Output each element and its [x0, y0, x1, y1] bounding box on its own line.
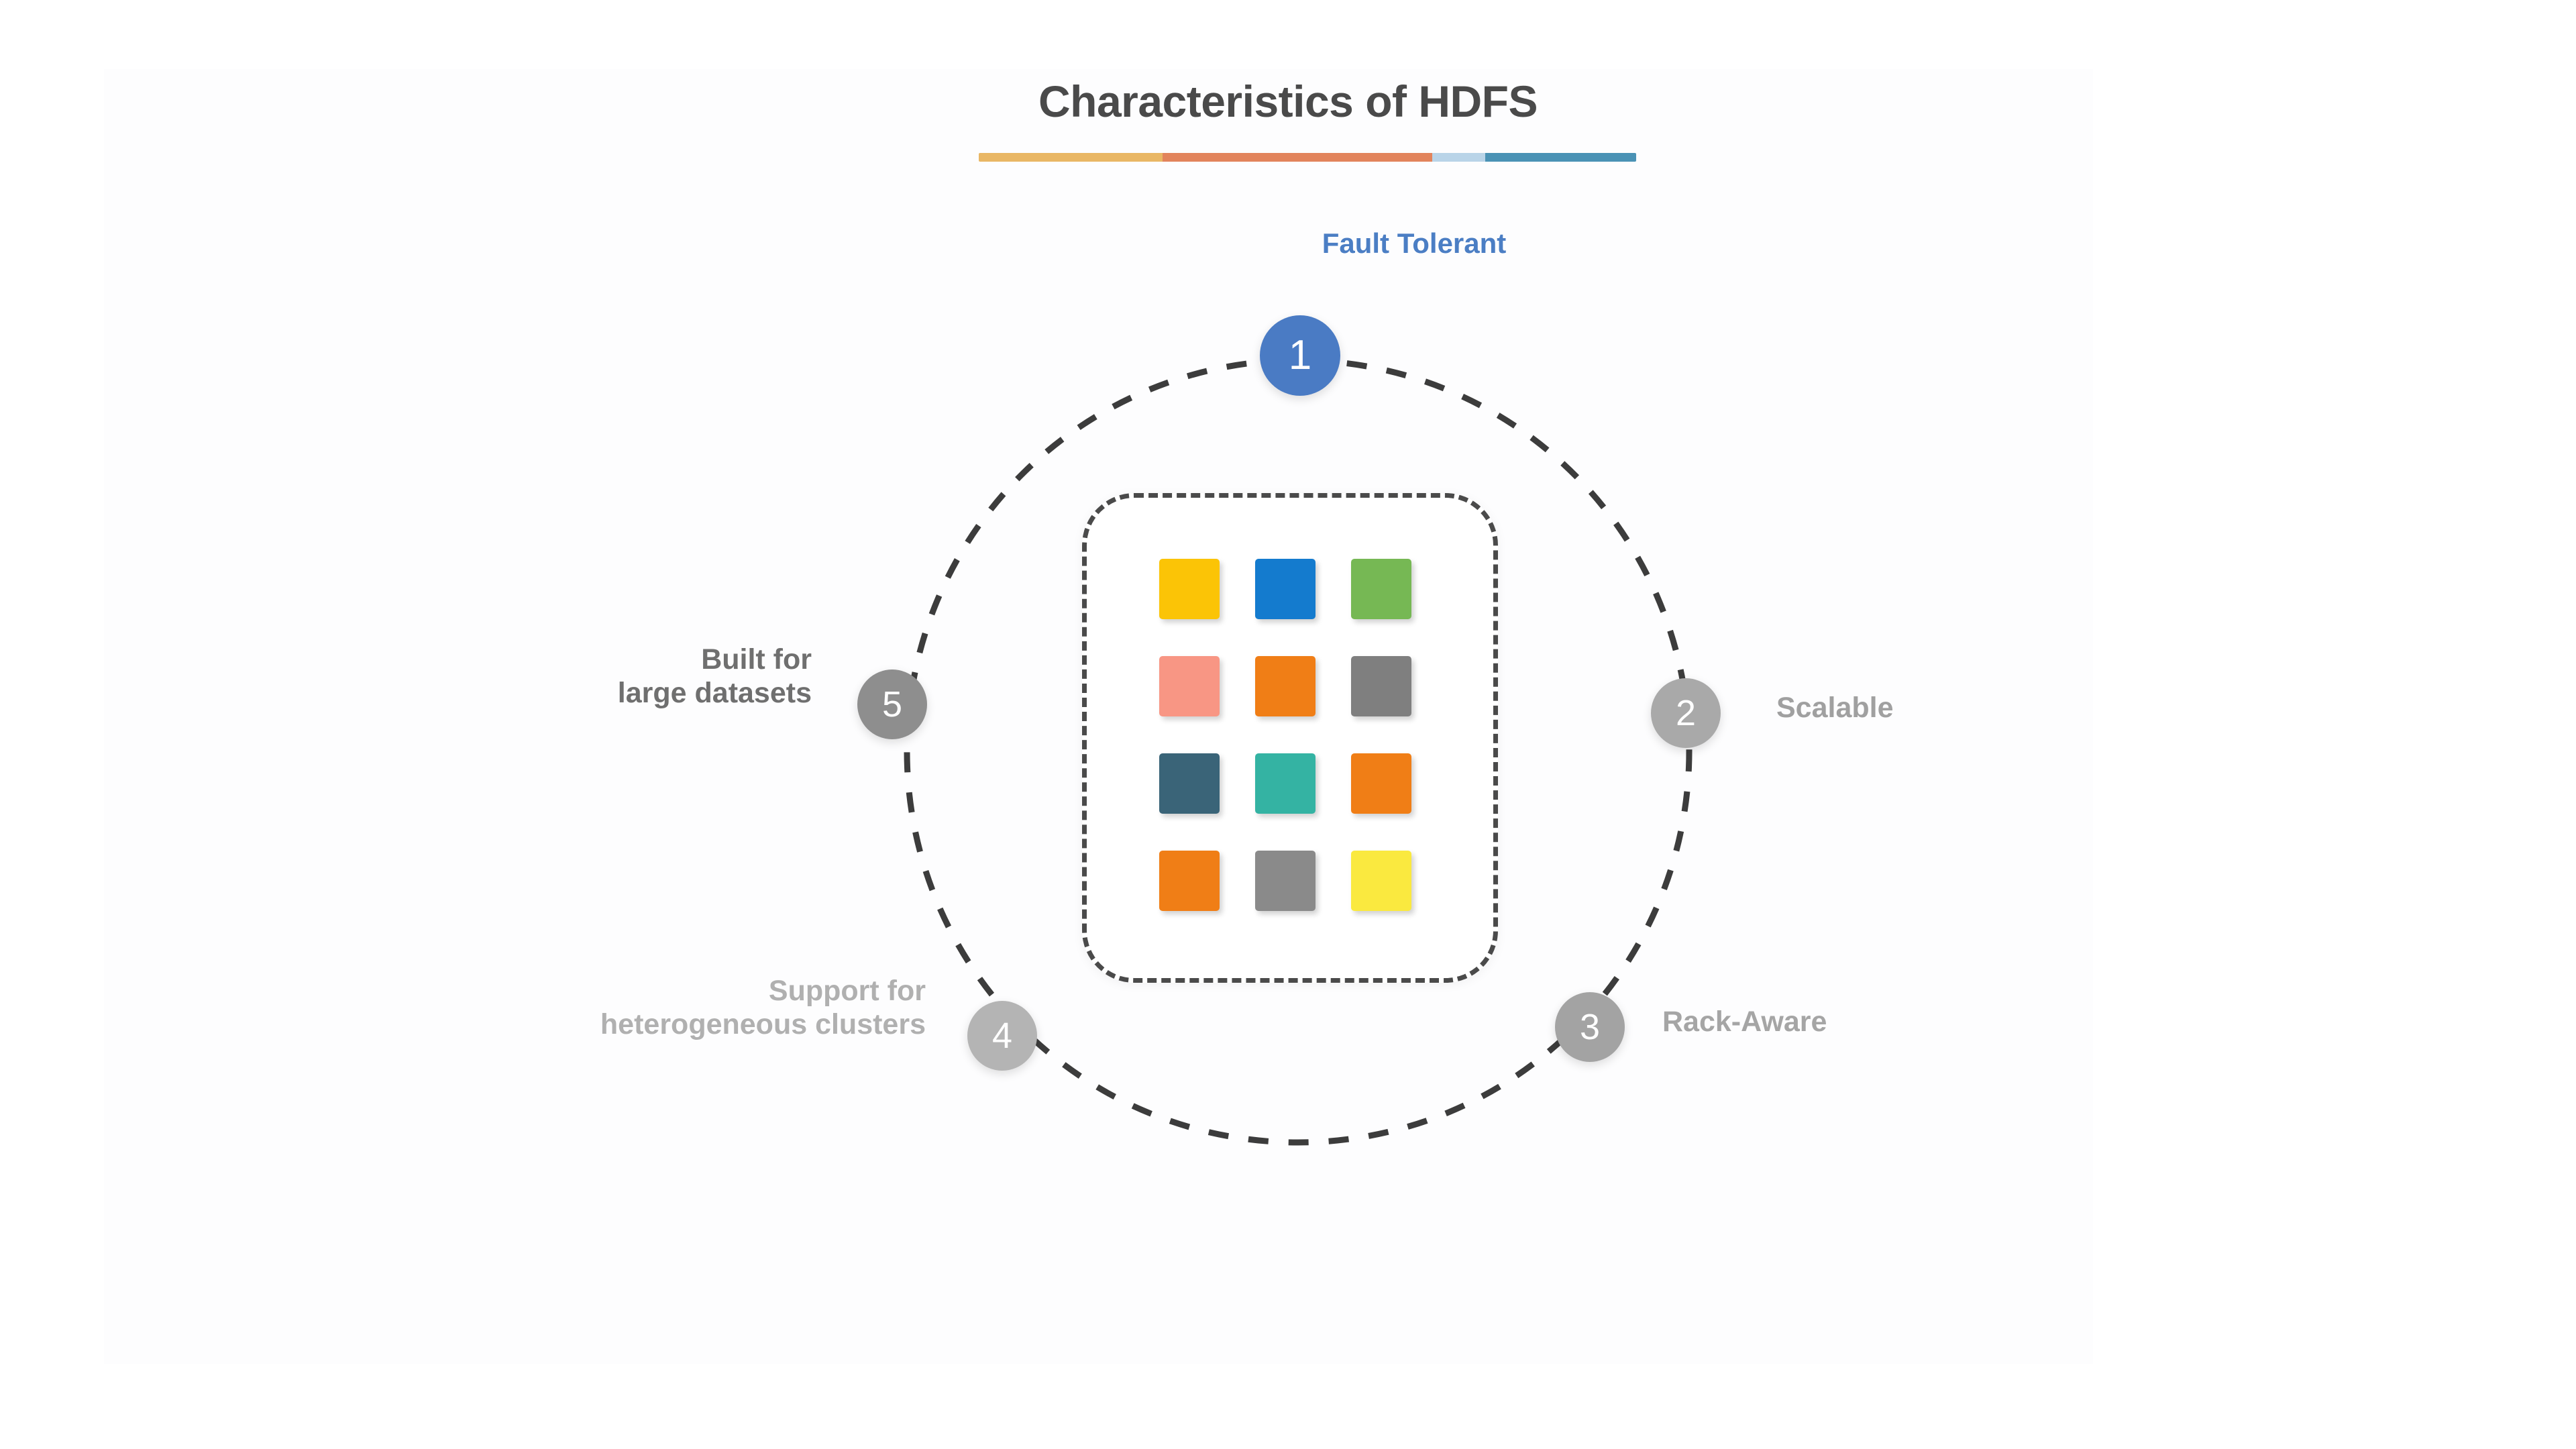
node-label-5: Built for large datasets [617, 643, 812, 710]
node-label-3: Rack-Aware [1662, 1006, 1827, 1038]
node-circle-1[interactable]: 1 [1260, 315, 1340, 396]
node-circle-5[interactable]: 5 [857, 669, 927, 739]
tile-gray [1351, 656, 1411, 716]
node-circle-4[interactable]: 4 [967, 1001, 1037, 1071]
node-label-1: Fault Tolerant [1322, 227, 1507, 259]
node-number-3: 3 [1579, 1007, 1601, 1047]
tile-slate [1159, 753, 1220, 814]
tile-salmon [1159, 656, 1220, 716]
segment-orange [1163, 153, 1433, 162]
segment-teal-blue [1485, 153, 1636, 162]
tile-orange [1255, 656, 1316, 716]
title-underline-bar [979, 153, 1636, 162]
title-block: Characteristics of HDFS [0, 79, 2576, 123]
node-circle-2[interactable]: 2 [1651, 678, 1721, 748]
tile-gray-2 [1255, 851, 1316, 911]
node-label-2: Scalable [1776, 692, 1894, 724]
tile-gold [1159, 559, 1220, 619]
node-label-4: Support for heterogeneous clusters [600, 975, 926, 1041]
segment-tan [979, 153, 1163, 162]
node-number-4: 4 [991, 1016, 1013, 1056]
tile-orange-3 [1159, 851, 1220, 911]
segment-light-blue [1432, 153, 1485, 162]
node-number-1: 1 [1288, 332, 1312, 378]
tile-teal [1255, 753, 1316, 814]
node-number-2: 2 [1675, 693, 1697, 733]
tile-blue [1255, 559, 1316, 619]
node-circle-3[interactable]: 3 [1555, 992, 1625, 1062]
node-number-5: 5 [881, 684, 903, 724]
data-block-tile-grid [1159, 559, 1428, 911]
tile-green [1351, 559, 1411, 619]
page-title: Characteristics of HDFS [1038, 76, 1538, 126]
tile-orange-2 [1351, 753, 1411, 814]
tile-yellow [1351, 851, 1411, 911]
